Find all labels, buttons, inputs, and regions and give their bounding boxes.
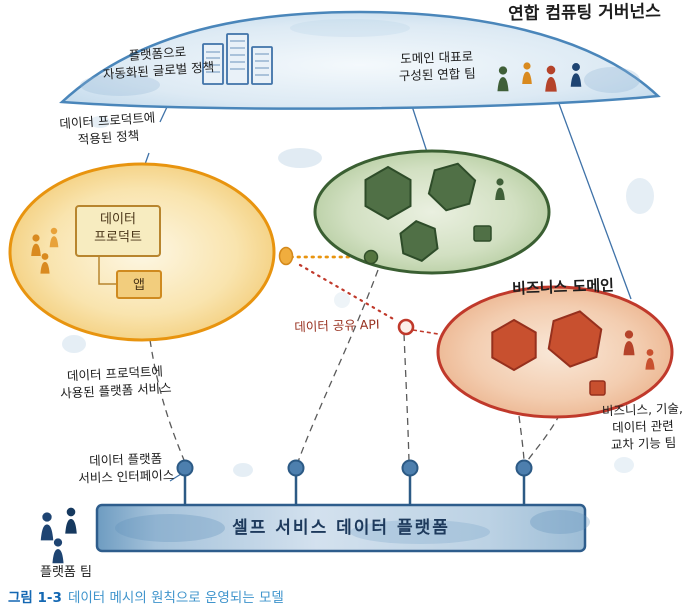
figure-caption-text: 데이터 메시의 원칙으로 운영되는 모델 [67,590,284,606]
dome-wash [290,19,410,37]
app-box-label: 앱 [133,278,145,293]
interface-pin [401,459,419,477]
buildings-icon [202,33,273,85]
product-to-platform-dashed [149,339,185,461]
person-icon [40,512,54,541]
business-domain-to-platform-dashed-b [527,413,561,461]
data-product-port [278,246,294,266]
cross-functional-team-label: 비즈니스, 기술, 데이터 관련 교차 기능 팀 [601,400,684,452]
person-icon [65,507,77,534]
data-sharing-api-port [397,318,415,336]
platform-team-people [40,507,77,564]
square-icon [473,225,492,242]
square-icon [589,380,606,396]
governance-to-business-domain-line [557,100,632,300]
hexagon-icon [427,162,477,212]
dome-wash [584,67,640,93]
green-domain-ellipse [313,149,551,275]
dome-wash [80,74,160,96]
platform-interface-pins [176,459,533,506]
product-app-connector [98,256,117,285]
governance-to-green-domain-line [410,102,428,153]
figure-caption: 그림 1-3 데이터 메시의 원칙으로 운영되는 모델 [8,586,284,606]
hexagon-icon [364,165,412,221]
hexagon-icon [399,220,439,262]
product-api-dotted-red [298,263,397,322]
platform-services-label: 데이터 프로덕트에 사용된 플랫폼 서비스 [59,363,172,401]
self-serve-platform-bar [95,503,590,553]
federated-team-label: 도메인 대표로 구성된 연합 팀 [398,48,476,84]
interface-pin [515,459,533,477]
api-port-tail [412,329,439,335]
governance-to-policy-line-a [159,106,168,123]
data-sharing-api-label: 데이터 공유 API [294,316,380,335]
interface-label-pointer [169,473,182,482]
api-to-platform-dashed [403,333,410,463]
platform-title: 셀프 서비스 데이터 플랫폼 [232,518,450,538]
connector-lines [143,100,632,482]
platform-wash [115,514,225,542]
api-ports [278,246,415,336]
app-box [116,270,162,299]
business-domain-ellipse [436,285,674,419]
platform-team-label: 플랫폼 팀 [40,565,92,580]
platform-wash [350,520,490,544]
interface-pin [176,459,194,477]
governance-title: 연합 컴퓨팅 거버넌스 [508,1,661,25]
interface-pin [287,459,305,477]
building-windows [206,40,269,76]
figure-number: 그림 1-3 [8,590,62,606]
business-domain-to-platform-dashed-a [518,415,525,461]
watercolor-smudges [62,116,654,477]
person-icon [52,538,64,564]
platform-wash [530,510,590,534]
data-product-domain-ellipse [8,162,276,342]
data-product-box [75,205,161,257]
data-product-box-label: 데이터 프로덕트 [94,212,142,245]
hexagon-icon [547,310,603,368]
green-domain-to-platform-dashed [297,269,379,463]
green-domain-port [363,249,379,265]
platform-interface-label: 데이터 플랫폼 서비스 인터페이스 [78,450,175,486]
hexagon-icon [491,318,537,372]
